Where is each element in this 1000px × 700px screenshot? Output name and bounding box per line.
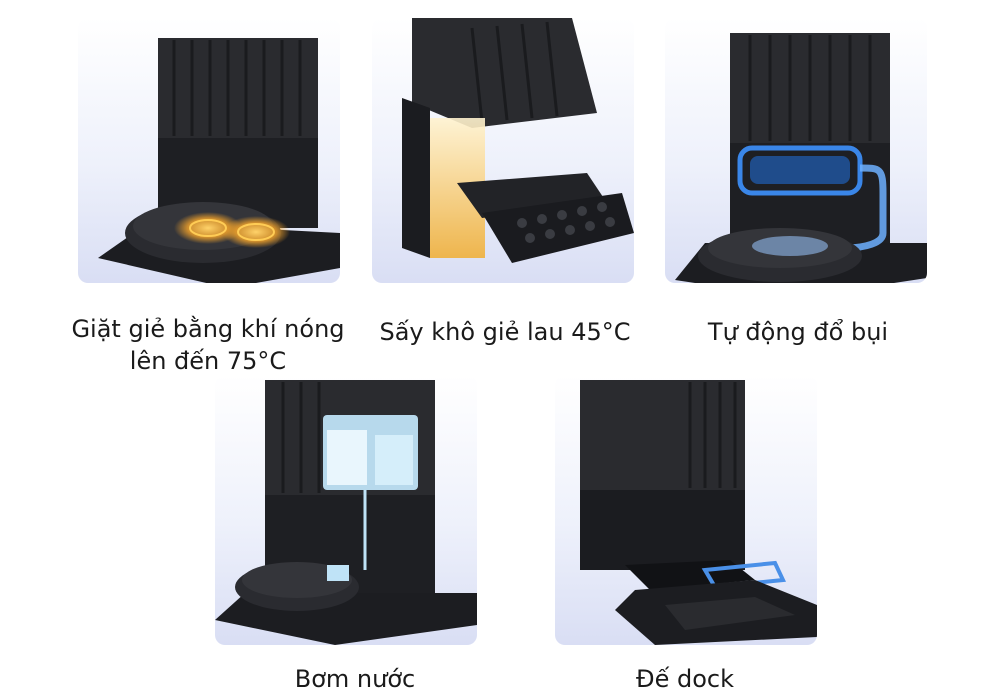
- hot-air-mop-wash-icon: [98, 38, 340, 283]
- feature-caption: Bơm nước: [230, 663, 480, 695]
- caption-line-2: lên đến 75°C: [129, 347, 287, 375]
- feature-caption: Tự động đổ bụi: [658, 316, 938, 348]
- feature-card-dock: [555, 375, 817, 645]
- feature-card-water-pump: [215, 375, 477, 645]
- feature-caption: Sấy khô giẻ lau 45°C: [355, 316, 655, 348]
- water-pump-icon: [215, 380, 477, 645]
- feature-card-drying: [372, 18, 634, 283]
- caption-line-1: Sấy khô giẻ lau 45°C: [379, 318, 631, 346]
- feature-caption: Giặt giẻ bằng khí nóng lên đến 75°C: [58, 313, 358, 377]
- dock-base-icon: [580, 380, 817, 645]
- caption-line-1: Giặt giẻ bằng khí nóng: [71, 315, 345, 343]
- feature-card-hot-wash: [78, 18, 340, 283]
- caption-line-1: Bơm nước: [294, 665, 416, 693]
- caption-line-1: Tự động đổ bụi: [707, 318, 889, 346]
- feature-card-dust-empty: [665, 18, 927, 283]
- mop-drying-icon: [402, 18, 634, 263]
- caption-line-1: Đế dock: [635, 665, 734, 693]
- feature-caption: Đế dock: [560, 663, 810, 695]
- auto-dust-empty-icon: [675, 33, 927, 283]
